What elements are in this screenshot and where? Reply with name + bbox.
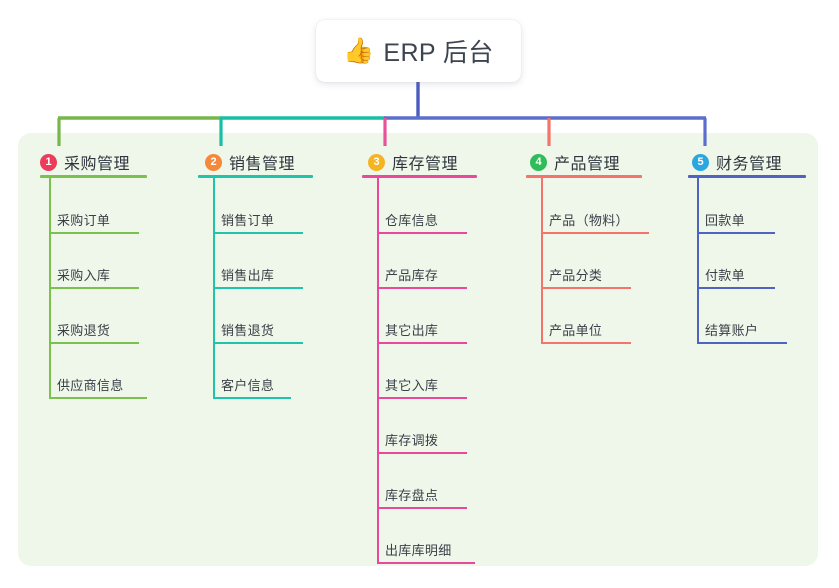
leaf-item[interactable]: 客户信息 [221,375,274,398]
leaf-item-underline [697,287,775,289]
leaf-item-label: 供应商信息 [57,378,124,393]
leaf-item-label: 其它入库 [385,378,439,393]
column-underline [198,175,313,178]
column-title: 销售管理 [229,156,296,173]
badge-number-icon: 4 [530,153,547,171]
leaf-item-label: 出库库明细 [385,543,452,558]
leaf-item[interactable]: 产品单位 [549,320,602,343]
leaf-item-label: 采购订单 [57,213,111,228]
column-stem [377,176,379,562]
leaf-item[interactable]: 出库库明细 [385,540,452,563]
root-node[interactable]: 👍 ERP 后台 [316,20,521,82]
leaf-item-label: 付款单 [705,268,745,283]
column-header-3[interactable]: 3 库存管理 [368,150,458,174]
leaf-item[interactable]: 销售退货 [221,320,274,343]
leaf-item[interactable]: 结算账户 [705,320,758,343]
leaf-item[interactable]: 其它入库 [385,375,438,398]
leaf-item-underline [377,287,467,289]
leaf-item-underline [49,232,139,234]
column-stem [697,176,699,342]
leaf-item[interactable]: 采购退货 [57,320,110,343]
column-underline [526,175,642,178]
content-panel [18,133,818,566]
leaf-item-label: 库存盘点 [385,488,439,503]
leaf-item[interactable]: 产品（物料） [549,210,629,233]
leaf-item-underline [213,342,303,344]
leaf-item-label: 销售退货 [221,323,275,338]
leaf-item[interactable]: 库存调拨 [385,430,438,453]
leaf-item-underline [541,342,631,344]
leaf-item-underline [377,342,467,344]
leaf-item-label: 其它出库 [385,323,439,338]
leaf-item[interactable]: 库存盘点 [385,485,438,508]
badge-number-icon: 2 [205,153,222,171]
leaf-item[interactable]: 付款单 [705,265,745,288]
leaf-item-label: 采购退货 [57,323,111,338]
leaf-item-label: 仓库信息 [385,213,439,228]
column-header-2[interactable]: 2 销售管理 [205,150,295,174]
thumbs-up-icon: 👍 [343,36,375,65]
leaf-item-underline [49,397,147,399]
leaf-item-underline [377,452,467,454]
leaf-item-label: 销售出库 [221,268,275,283]
leaf-item[interactable]: 其它出库 [385,320,438,343]
leaf-item-underline [377,232,467,234]
column-underline [688,175,806,178]
leaf-item-label: 销售订单 [221,213,275,228]
leaf-item[interactable]: 仓库信息 [385,210,438,233]
column-header-4[interactable]: 4 产品管理 [530,150,620,174]
leaf-item[interactable]: 销售出库 [221,265,274,288]
leaf-item[interactable]: 采购订单 [57,210,110,233]
leaf-item[interactable]: 产品分类 [549,265,602,288]
root-node-label: ERP 后台 [383,39,494,67]
leaf-item-label: 回款单 [705,213,745,228]
column-underline [362,175,477,178]
leaf-item-underline [49,287,139,289]
leaf-item-label: 客户信息 [221,378,275,393]
column-stem [213,176,215,397]
leaf-item-label: 结算账户 [705,323,759,338]
column-header-5[interactable]: 5 财务管理 [692,150,782,174]
leaf-item[interactable]: 产品库存 [385,265,438,288]
badge-number-icon: 3 [368,153,385,171]
leaf-item[interactable]: 销售订单 [221,210,274,233]
badge-number-icon: 5 [692,153,709,171]
leaf-item[interactable]: 采购入库 [57,265,110,288]
column-header-1[interactable]: 1 采购管理 [40,150,130,174]
leaf-item-label: 产品库存 [385,268,439,283]
leaf-item-label: 库存调拨 [385,433,439,448]
leaf-item[interactable]: 回款单 [705,210,745,233]
column-stem [541,176,543,342]
leaf-item-underline [541,232,649,234]
leaf-item-underline [377,507,467,509]
leaf-item-underline [213,232,303,234]
column-underline [40,175,147,178]
leaf-item-underline [541,287,631,289]
leaf-item-label: 产品（物料） [549,213,629,228]
leaf-item-underline [213,287,303,289]
leaf-item-underline [377,397,467,399]
leaf-item-underline [697,342,787,344]
leaf-item-label: 产品分类 [549,268,603,283]
column-title: 库存管理 [392,156,459,173]
leaf-item-underline [377,562,475,564]
badge-number-icon: 1 [40,153,57,171]
column-title: 财务管理 [716,156,783,173]
leaf-item[interactable]: 供应商信息 [57,375,124,398]
column-stem [49,176,51,397]
leaf-item-underline [213,397,291,399]
column-title: 采购管理 [64,156,131,173]
leaf-item-label: 采购入库 [57,268,111,283]
leaf-item-underline [49,342,139,344]
leaf-item-label: 产品单位 [549,323,603,338]
leaf-item-underline [697,232,775,234]
column-title: 产品管理 [554,156,621,173]
